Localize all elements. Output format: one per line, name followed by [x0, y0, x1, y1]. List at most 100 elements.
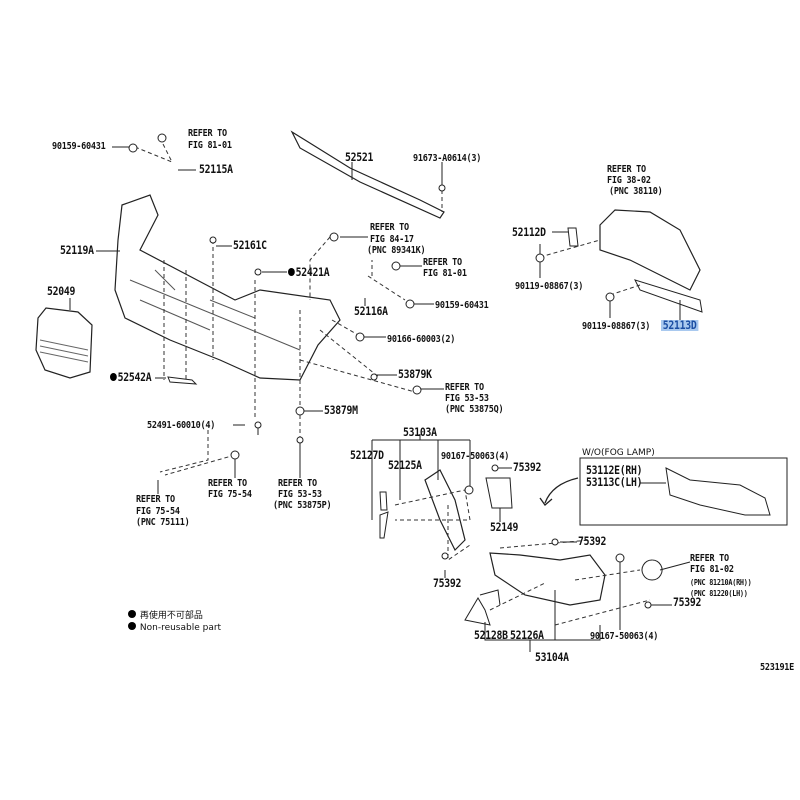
refer-label: REFER TO	[278, 478, 317, 489]
part-number: 52542A	[117, 370, 152, 384]
part-label: 90166-60003(2)	[387, 334, 456, 345]
refer-label: (PNC 81220(LH))	[690, 589, 748, 598]
refer-label: REFER TO	[370, 222, 409, 233]
refer-label: FIG 75-54	[208, 489, 252, 500]
clip-icon	[551, 538, 559, 546]
refer-label: REFER TO	[208, 478, 247, 489]
screw-icon	[254, 421, 262, 429]
refer-label: REFER TO	[445, 382, 484, 393]
part-label: 90159-60431	[435, 300, 489, 311]
nonreusable-dot-icon	[110, 373, 117, 381]
part-label: 53113C(LH)	[586, 475, 643, 489]
box-title: W/O(FOG LAMP)	[582, 448, 655, 458]
fog-lamp-part	[641, 559, 663, 581]
part-label: 52521	[345, 150, 374, 164]
arrow-icon	[539, 477, 579, 506]
part-label: 90119-08867(3)	[582, 321, 651, 332]
part-label: 52049	[47, 284, 76, 298]
part-label: 75392	[578, 534, 607, 548]
part-label: 53112E(RH)	[586, 463, 643, 477]
nut-icon	[615, 553, 625, 563]
part-label: 53879K	[398, 367, 432, 381]
legend-text: Non-reusable part	[139, 623, 222, 633]
part-label: 52491-60010(4)	[147, 420, 216, 431]
part-label: 52115A	[199, 162, 233, 176]
legend-en: Non-reusable part	[128, 622, 221, 633]
grille-emblem-part	[35, 307, 93, 379]
part-label: 53103A	[403, 425, 437, 439]
wo-fog-lamp-box	[579, 457, 788, 526]
reinforcement-part	[290, 130, 445, 219]
nut-icon	[157, 133, 167, 143]
bracket-52125A-part	[379, 491, 388, 511]
part-label: 90167-50063(4)	[590, 631, 659, 642]
nut-icon	[128, 143, 138, 153]
refer-label: REFER TO	[690, 553, 729, 564]
part-label: 75392	[433, 576, 462, 590]
nonreusable-dot-icon	[128, 610, 136, 618]
part-label: 52149	[490, 520, 519, 534]
part-label: 52125A	[388, 458, 422, 472]
refer-label: (PNC 53875Q)	[445, 404, 504, 415]
part-label: 90119-08867(3)	[515, 281, 584, 292]
refer-label: REFER TO	[423, 257, 462, 268]
strip-52542A-part	[167, 376, 198, 385]
part-label: 52112D	[512, 225, 546, 239]
refer-label: FIG 81-02	[690, 564, 734, 575]
clip-icon	[329, 232, 339, 242]
nonreusable-dot-icon	[128, 622, 136, 630]
part-label: 90159-60431	[52, 141, 106, 152]
part-label: 75392	[673, 595, 702, 609]
grille-53104A-part	[489, 552, 606, 606]
part-label: 52161C	[233, 238, 267, 252]
nut-icon	[464, 485, 474, 495]
diagram-code: 523191E	[760, 662, 795, 673]
part-label-nonreusable: 52542A	[110, 370, 152, 384]
clip-icon	[209, 236, 217, 244]
refer-label: FIG 53-53	[278, 489, 322, 500]
nonreusable-dot-icon	[288, 268, 295, 276]
refer-label: REFER TO	[136, 494, 175, 505]
part-label-nonreusable: 52421A	[288, 265, 330, 279]
part-label: 52116A	[354, 304, 388, 318]
bracket-52112D-part	[567, 227, 579, 247]
part-label-selected[interactable]: 52113D	[661, 318, 699, 332]
bracket-52127D-part	[379, 511, 389, 539]
bolt-icon	[405, 299, 415, 309]
clip-icon	[230, 450, 240, 460]
clip-icon	[441, 552, 449, 560]
grille-53112E-part	[665, 467, 771, 516]
seal-52126A-part	[479, 589, 501, 606]
part-number: 52421A	[295, 265, 330, 279]
nut-icon	[412, 385, 422, 395]
bracket-52113D-part	[634, 279, 703, 313]
nut-icon	[535, 253, 545, 263]
bolt-icon	[296, 436, 304, 444]
refer-label: (PNC 89341K)	[367, 245, 426, 256]
refer-label: REFER TO	[188, 128, 227, 139]
nut-icon	[605, 292, 615, 302]
refer-label: FIG 81-01	[423, 268, 467, 279]
bolt-icon	[391, 261, 401, 271]
grille-53103A-part	[424, 469, 466, 552]
seal-52128B-part	[464, 597, 491, 626]
part-label: 52128B	[474, 628, 508, 642]
refer-label: (PNC 75111)	[136, 517, 190, 528]
refer-label: FIG 53-53	[445, 393, 489, 404]
cover-52149-part	[485, 477, 513, 509]
clip-icon	[295, 406, 305, 416]
part-label: 52119A	[60, 243, 94, 257]
clip-icon	[254, 268, 262, 276]
clip-icon	[370, 373, 378, 381]
refer-label: FIG 38-02	[607, 175, 651, 186]
part-label: 75392	[513, 460, 542, 474]
part-label: 52126A	[510, 628, 544, 642]
clip-icon	[644, 601, 652, 609]
part-label: 52127D	[350, 448, 384, 462]
part-label: 53104A	[535, 650, 569, 664]
bumper-cover-part	[114, 194, 341, 381]
refer-label: FIG 84-17	[370, 234, 414, 245]
refer-label: FIG 75-54	[136, 506, 180, 517]
